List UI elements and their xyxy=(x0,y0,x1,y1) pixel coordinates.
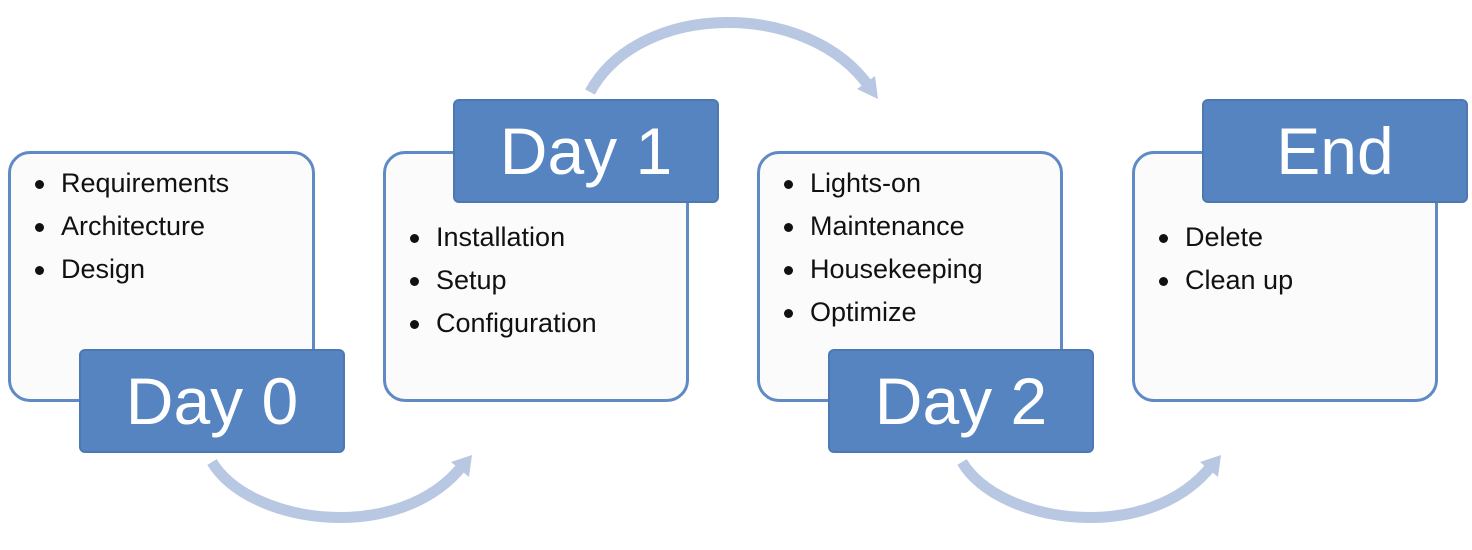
arrowhead-day2-to-end xyxy=(1200,455,1221,477)
stage-item: Setup xyxy=(400,259,686,302)
stage-item: Architecture xyxy=(25,205,312,248)
stage-item: Clean up xyxy=(1149,259,1435,302)
stage-item: Lights-on xyxy=(774,162,1060,205)
stage-label-end: End xyxy=(1202,99,1468,203)
arrow-day2-to-end xyxy=(957,458,1217,523)
stage-item-list: Delete Clean up xyxy=(1149,216,1435,302)
stage-label-day-0: Day 0 xyxy=(79,349,345,453)
stage-item: Delete xyxy=(1149,216,1435,259)
stage-item: Housekeeping xyxy=(774,248,1060,291)
stage-item-list: Lights-on Maintenance Housekeeping Optim… xyxy=(774,162,1060,334)
stage-item: Configuration xyxy=(400,302,686,345)
stage-item-list: Installation Setup Configuration xyxy=(400,216,686,345)
arrow-day1-to-day2 xyxy=(585,17,875,95)
stage-item: Installation xyxy=(400,216,686,259)
stage-item: Optimize xyxy=(774,291,1060,334)
stage-item: Maintenance xyxy=(774,205,1060,248)
stage-item: Requirements xyxy=(25,162,312,205)
stage-item-list: Requirements Architecture Design xyxy=(25,162,312,291)
arrowhead-day0-to-day1 xyxy=(451,455,472,477)
stage-item: Design xyxy=(25,248,312,291)
arrow-day0-to-day1 xyxy=(207,458,468,523)
stage-label-day-1: Day 1 xyxy=(453,99,719,203)
stage-label-day-2: Day 2 xyxy=(828,349,1094,453)
arrowhead-day1-to-day2 xyxy=(857,76,878,99)
